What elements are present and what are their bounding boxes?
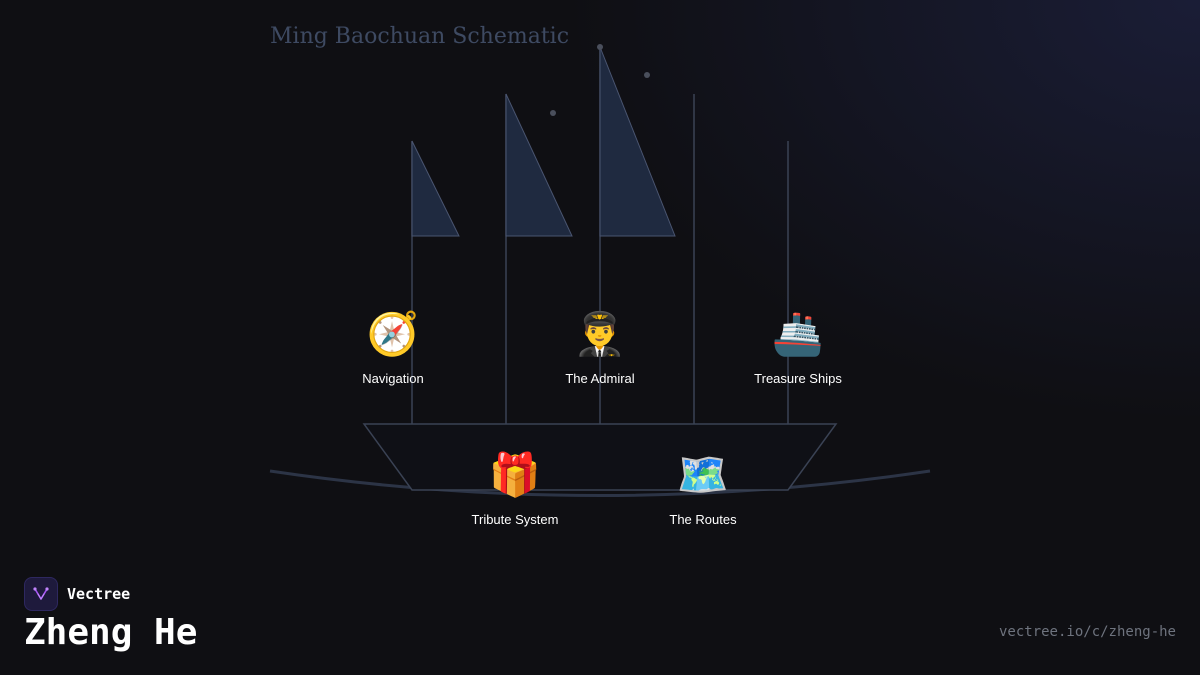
node-routes[interactable]: 🗺️ The Routes	[623, 448, 783, 527]
node-navigation[interactable]: 🧭 Navigation	[313, 307, 473, 386]
world-map-icon: 🗺️	[676, 450, 730, 499]
node-admiral[interactable]: 👨‍✈️ The Admiral	[520, 307, 680, 386]
pilot-icon: 👨‍✈️	[573, 309, 627, 358]
star	[550, 110, 556, 116]
page-url[interactable]: vectree.io/c/zheng-he	[998, 624, 1176, 640]
node-tribute-system[interactable]: 🎁 Tribute System	[435, 448, 595, 527]
compass-icon: 🧭	[366, 309, 420, 358]
hull	[362, 423, 838, 491]
star	[597, 44, 603, 50]
diagram-title: Ming Baochuan Schematic	[270, 24, 570, 49]
node-label: Navigation	[362, 371, 424, 386]
gift-icon: 🎁	[488, 450, 542, 499]
node-treasure-ships[interactable]: 🚢 Treasure Ships	[718, 307, 878, 386]
node-label: The Routes	[669, 512, 737, 527]
brand[interactable]: Vectree	[24, 577, 130, 611]
sail-2	[505, 93, 573, 237]
ship-icon: 🚢	[771, 309, 825, 358]
vectree-logo-icon	[24, 577, 58, 611]
node-label: The Admiral	[565, 371, 635, 386]
water-line	[269, 469, 931, 497]
sail-1	[411, 140, 460, 237]
star	[644, 72, 650, 78]
sail-3	[599, 46, 676, 237]
page-title: Zheng He	[24, 612, 198, 653]
node-label: Tribute System	[471, 512, 559, 527]
node-label: Treasure Ships	[754, 371, 842, 386]
brand-name: Vectree	[67, 585, 131, 603]
